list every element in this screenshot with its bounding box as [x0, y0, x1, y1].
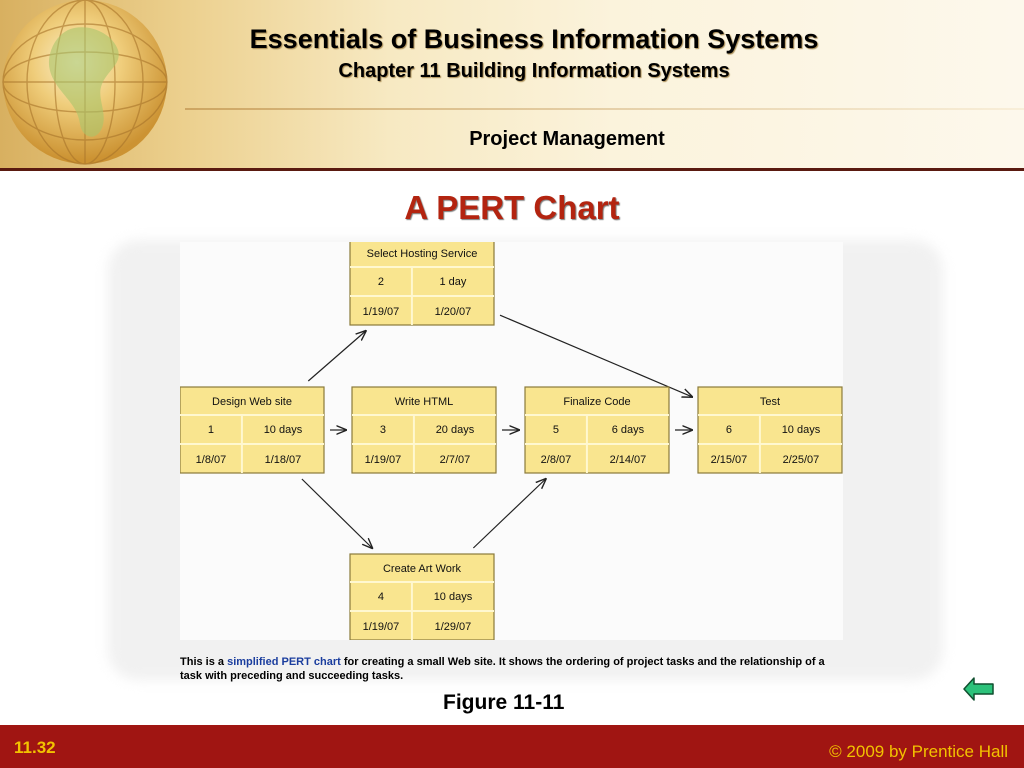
task-duration: 1 day	[439, 276, 466, 288]
task-number: 2	[378, 276, 384, 288]
task-start-date: 1/19/07	[363, 306, 400, 318]
task-duration: 6 days	[612, 424, 645, 436]
task-name: Create Art Work	[383, 563, 462, 575]
task-node-box	[180, 386, 325, 474]
pert-chart-figure: Design Web site 1 10 days 1/8/07 1/18/07 Sele…	[180, 242, 843, 640]
task-end-date: 2/25/07	[783, 454, 820, 466]
caption-prefix: This is a	[180, 656, 228, 668]
task-node-box	[349, 242, 495, 326]
back-arrow-icon[interactable]	[963, 676, 995, 702]
task-node: Design Web site 1 10 days 1/8/07 1/18/07	[180, 386, 325, 474]
pert-diagram: Design Web site 1 10 days 1/8/07 1/18/07 Sele…	[180, 242, 843, 640]
task-duration: 10 days	[782, 424, 821, 436]
task-node: Select Hosting Service 2 1 day 1/19/07 1/20/…	[349, 242, 495, 326]
task-node: Write HTML 3 20 days 1/19/07 2/7/07	[351, 386, 497, 474]
task-name: Finalize Code	[563, 396, 630, 408]
task-node-box	[524, 386, 670, 474]
edge-n1-n4	[301, 478, 372, 548]
edge-n4-n5	[472, 479, 545, 549]
task-name: Write HTML	[395, 396, 453, 408]
task-end-date: 1/29/07	[435, 621, 472, 633]
task-end-date: 2/7/07	[440, 454, 471, 466]
task-end-date: 1/18/07	[265, 454, 302, 466]
task-end-date: 2/14/07	[610, 454, 647, 466]
task-number: 3	[380, 424, 386, 436]
task-name: Test	[760, 396, 780, 408]
slide-header: Essentials of Business Information Syste…	[0, 0, 1024, 168]
task-end-date: 1/20/07	[435, 306, 472, 318]
task-node-box	[349, 553, 495, 640]
task-start-date: 2/15/07	[711, 454, 748, 466]
task-number: 4	[378, 591, 384, 603]
task-node-box	[351, 386, 497, 474]
slide-number: 11.32	[14, 738, 56, 757]
slide-footer: 11.32 © 2009 by Prentice Hall	[0, 725, 1024, 768]
chapter-title: Chapter 11 Building Information Systems	[338, 60, 730, 82]
copyright-text: © 2009 by Prentice Hall	[829, 742, 1008, 761]
caption-suffix: for creating a small Web site. It shows …	[180, 656, 825, 682]
task-duration: 10 days	[434, 591, 473, 603]
task-duration: 10 days	[264, 424, 303, 436]
task-start-date: 1/8/07	[196, 454, 227, 466]
slide-title: A PERT Chart	[404, 189, 620, 226]
task-number: 6	[726, 424, 732, 436]
task-number: 1	[208, 424, 214, 436]
edge-n2-n6	[499, 314, 692, 397]
task-start-date: 2/8/07	[541, 454, 572, 466]
edge-n1-n2	[307, 331, 365, 382]
globe-icon	[2, 0, 168, 165]
task-node-box	[697, 386, 843, 474]
figure-caption: This is a simplified PERT chart for crea…	[180, 655, 840, 683]
task-node: Test 6 10 days 2/15/07 2/25/07	[697, 386, 843, 474]
task-start-date: 1/19/07	[365, 454, 402, 466]
task-duration: 20 days	[436, 424, 475, 436]
header-divider	[0, 168, 1024, 171]
task-start-date: 1/19/07	[363, 621, 400, 633]
header-rule-line	[185, 108, 1024, 110]
caption-highlight: simplified PERT chart	[227, 656, 341, 668]
section-title: Project Management	[469, 128, 665, 150]
course-title: Essentials of Business Information Syste…	[249, 24, 819, 54]
task-name: Design Web site	[212, 396, 292, 408]
figure-label: Figure 11-11	[443, 691, 565, 714]
task-node: Finalize Code 5 6 days 2/8/07 2/14/07	[524, 386, 670, 474]
task-name: Select Hosting Service	[367, 248, 478, 260]
task-number: 5	[553, 424, 559, 436]
task-node: Create Art Work 4 10 days 1/19/07 1/29/07	[349, 553, 495, 640]
